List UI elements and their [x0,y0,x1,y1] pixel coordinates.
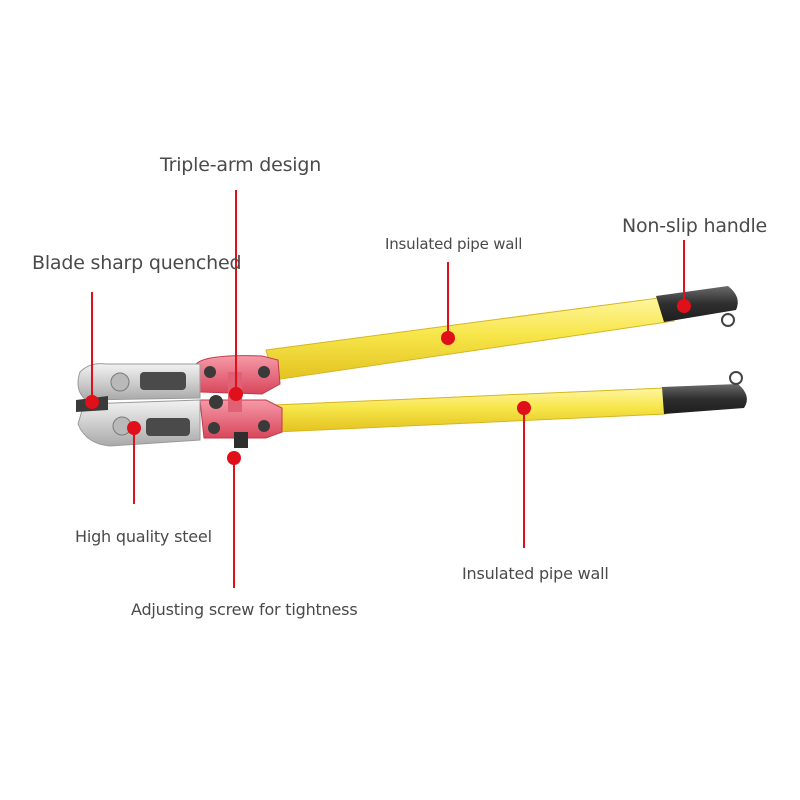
label-steel: High quality steel [75,527,212,546]
adjusting-screw-marker [227,451,241,465]
upper-handle [265,286,738,381]
upper-grip [656,286,738,322]
leader-lines [91,190,685,588]
triple-arm-marker [229,387,243,401]
label-triple-arm: Triple-arm design [160,154,322,176]
pipe-wall-bottom-marker [517,401,531,415]
lower-handle [273,371,747,433]
lower-grip [662,384,747,414]
callout-markers [85,299,691,465]
label-adjusting-screw: Adjusting screw for tightness [131,600,358,619]
label-blade-quenched: Blade sharp quenched [32,252,242,274]
triple-arm-joint [195,355,283,448]
non-slip-marker [677,299,691,313]
label-non-slip-handle: Non-slip handle [622,215,768,237]
steel-jaws [76,363,201,447]
label-pipe-wall-top: Insulated pipe wall [385,235,523,253]
label-pipe-wall-bottom: Insulated pipe wall [462,564,609,583]
steel-marker [127,421,141,435]
pipe-wall-top-marker [441,331,455,345]
blade-marker [85,395,99,409]
